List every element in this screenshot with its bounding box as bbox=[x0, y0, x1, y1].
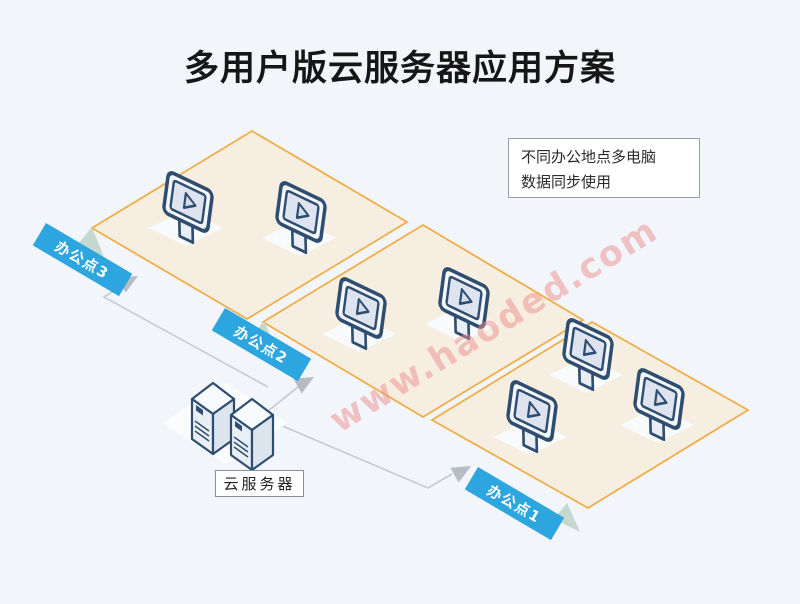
office-3-platform bbox=[90, 129, 409, 321]
ribbon-fold-office1 bbox=[554, 503, 580, 532]
cloud-server-label-box: 云服务器 bbox=[215, 470, 304, 497]
office-2-platform bbox=[261, 223, 585, 419]
annotation-line-1: 不同办公地点多电脑 bbox=[521, 148, 657, 166]
cloud-server-label: 云服务器 bbox=[223, 475, 296, 493]
connection-line-office1 bbox=[251, 412, 453, 489]
page-title: 多用户版云服务器应用方案 bbox=[183, 49, 616, 89]
ribbon-fold-office3 bbox=[78, 227, 104, 257]
cloud-server-group bbox=[162, 381, 288, 472]
server-icon bbox=[190, 381, 236, 456]
annotation-box: 不同办公地点多电脑 数据同步使用 bbox=[508, 138, 700, 198]
arrow-icon-office2 bbox=[293, 377, 314, 394]
arrow-icon-office1 bbox=[450, 466, 471, 483]
office-1-platform bbox=[430, 320, 750, 510]
server-icon bbox=[229, 397, 275, 472]
connection-line-office2 bbox=[267, 386, 299, 412]
annotation-line-2: 数据同步使用 bbox=[521, 173, 612, 191]
